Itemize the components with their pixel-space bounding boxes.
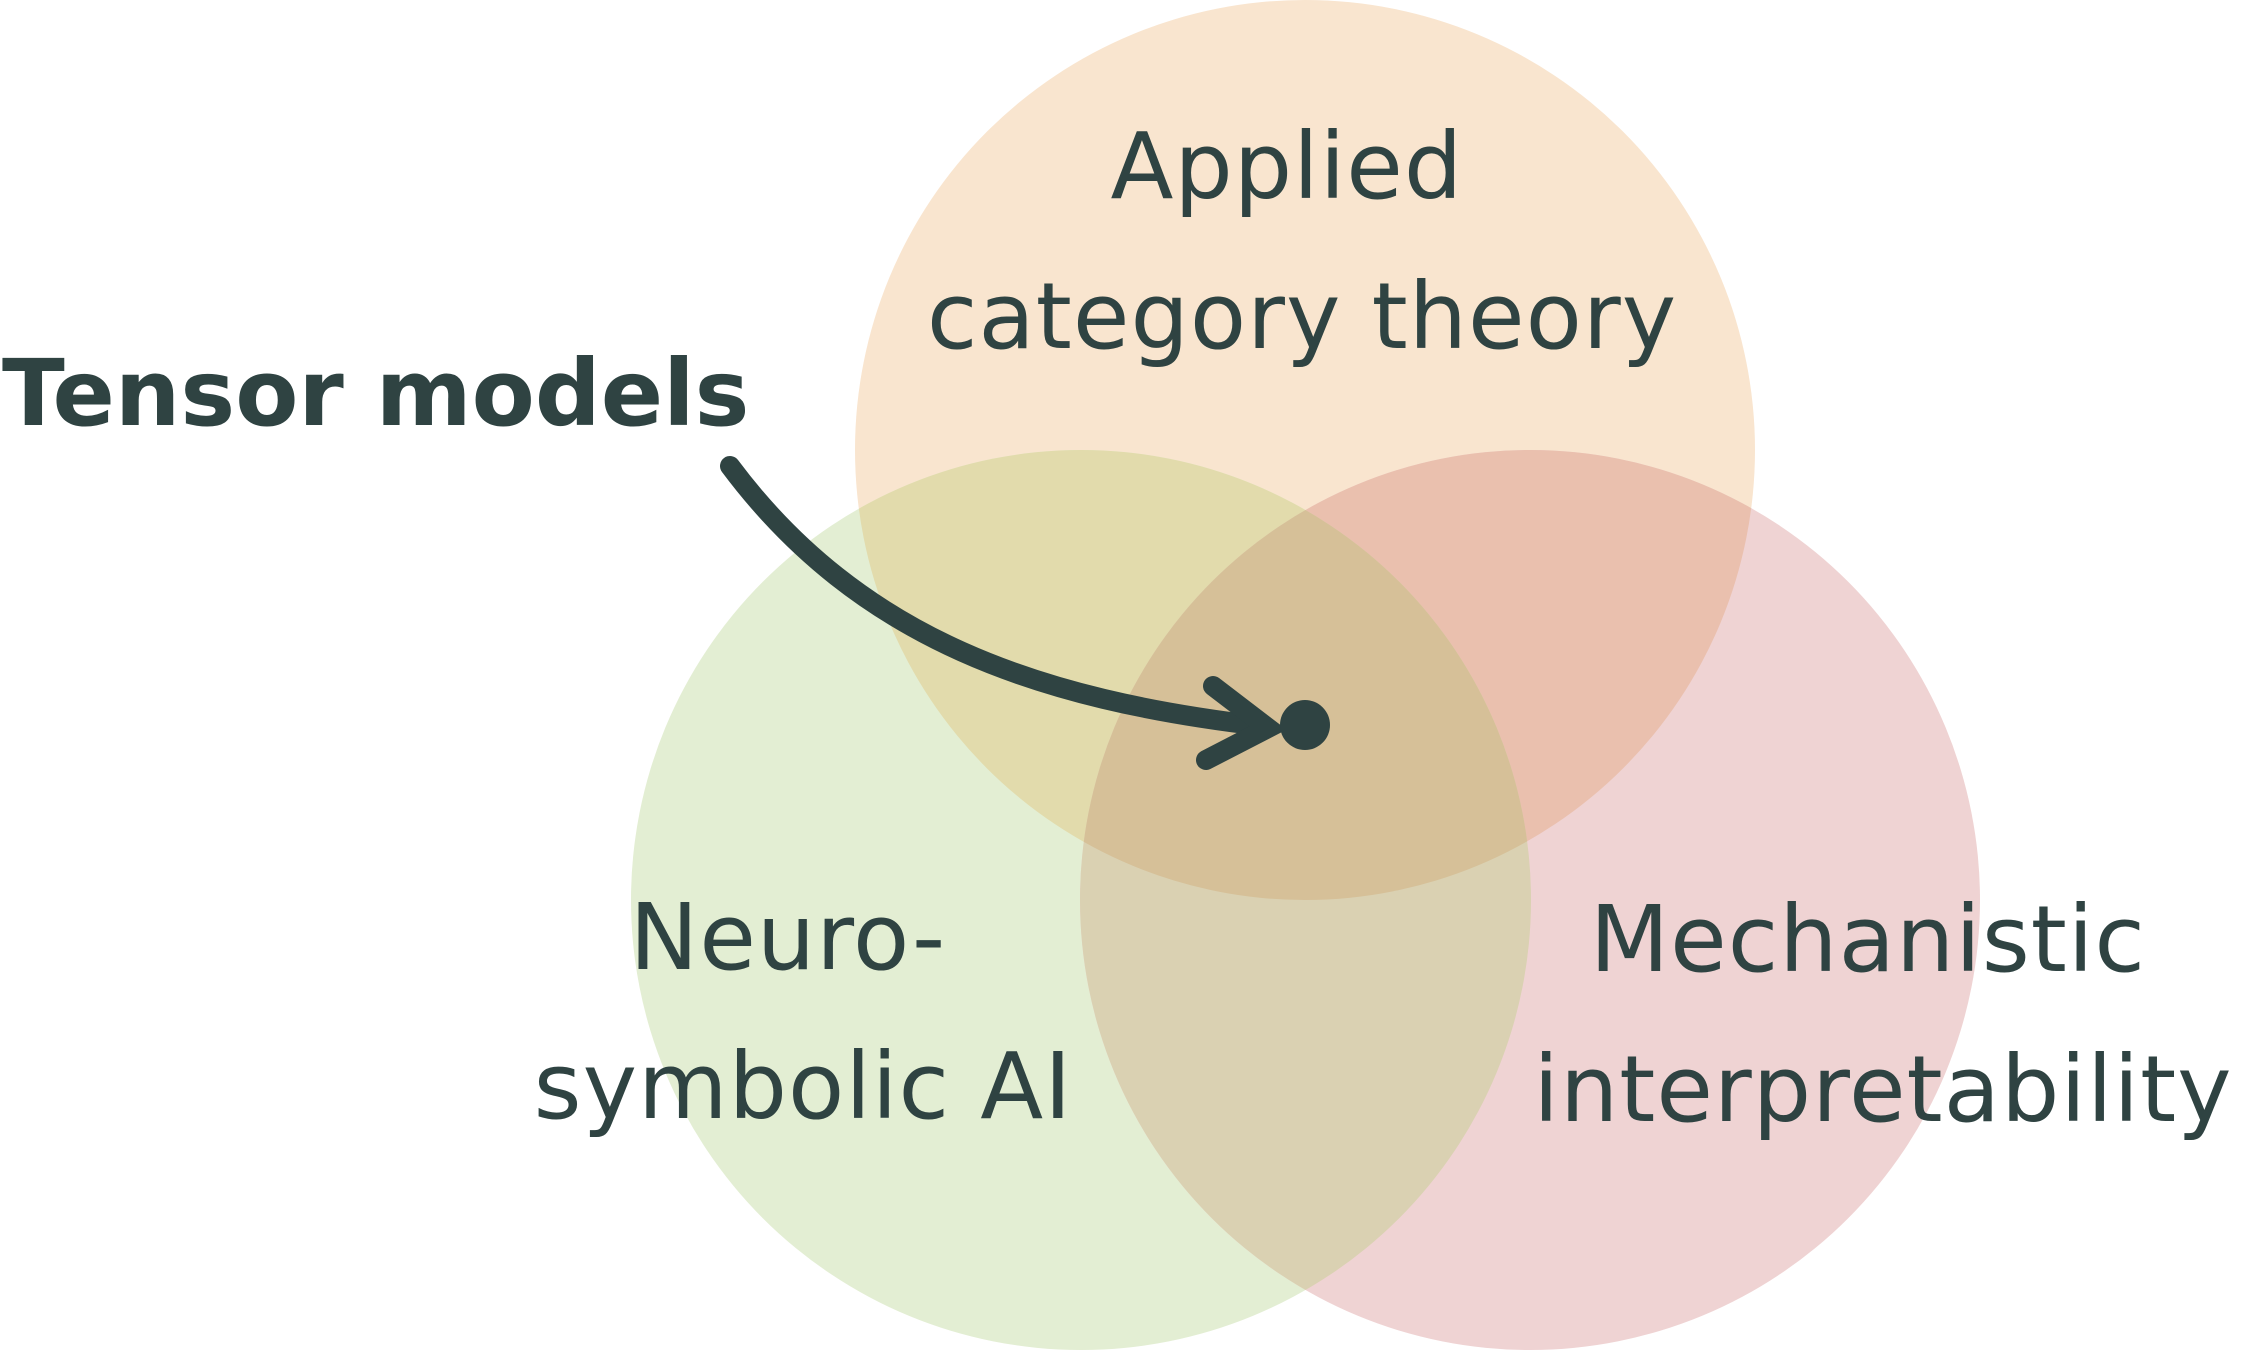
callout-label: Tensor models <box>2 340 749 447</box>
label-line: symbolic AI <box>534 1033 1073 1140</box>
label-line: Neuro- <box>630 884 947 991</box>
overlap-all <box>1080 450 1531 900</box>
label-line: category theory <box>927 263 1677 370</box>
intersection-point-marker <box>1280 700 1330 750</box>
callout-arrowhead-icon <box>1196 676 1287 770</box>
label-line: interpretability <box>1533 1036 2232 1143</box>
label-line: Mechanistic <box>1590 886 2146 993</box>
set-label-neuro-symbolic-ai: Neuro- symbolic AI <box>534 884 1073 1140</box>
set-label-applied-category-theory: Applied category theory <box>927 113 1677 370</box>
label-line: Applied <box>1110 113 1463 220</box>
callout-arrow-curve <box>720 456 1272 736</box>
set-label-mechanistic-interpretability: Mechanistic interpretability <box>1533 886 2232 1143</box>
